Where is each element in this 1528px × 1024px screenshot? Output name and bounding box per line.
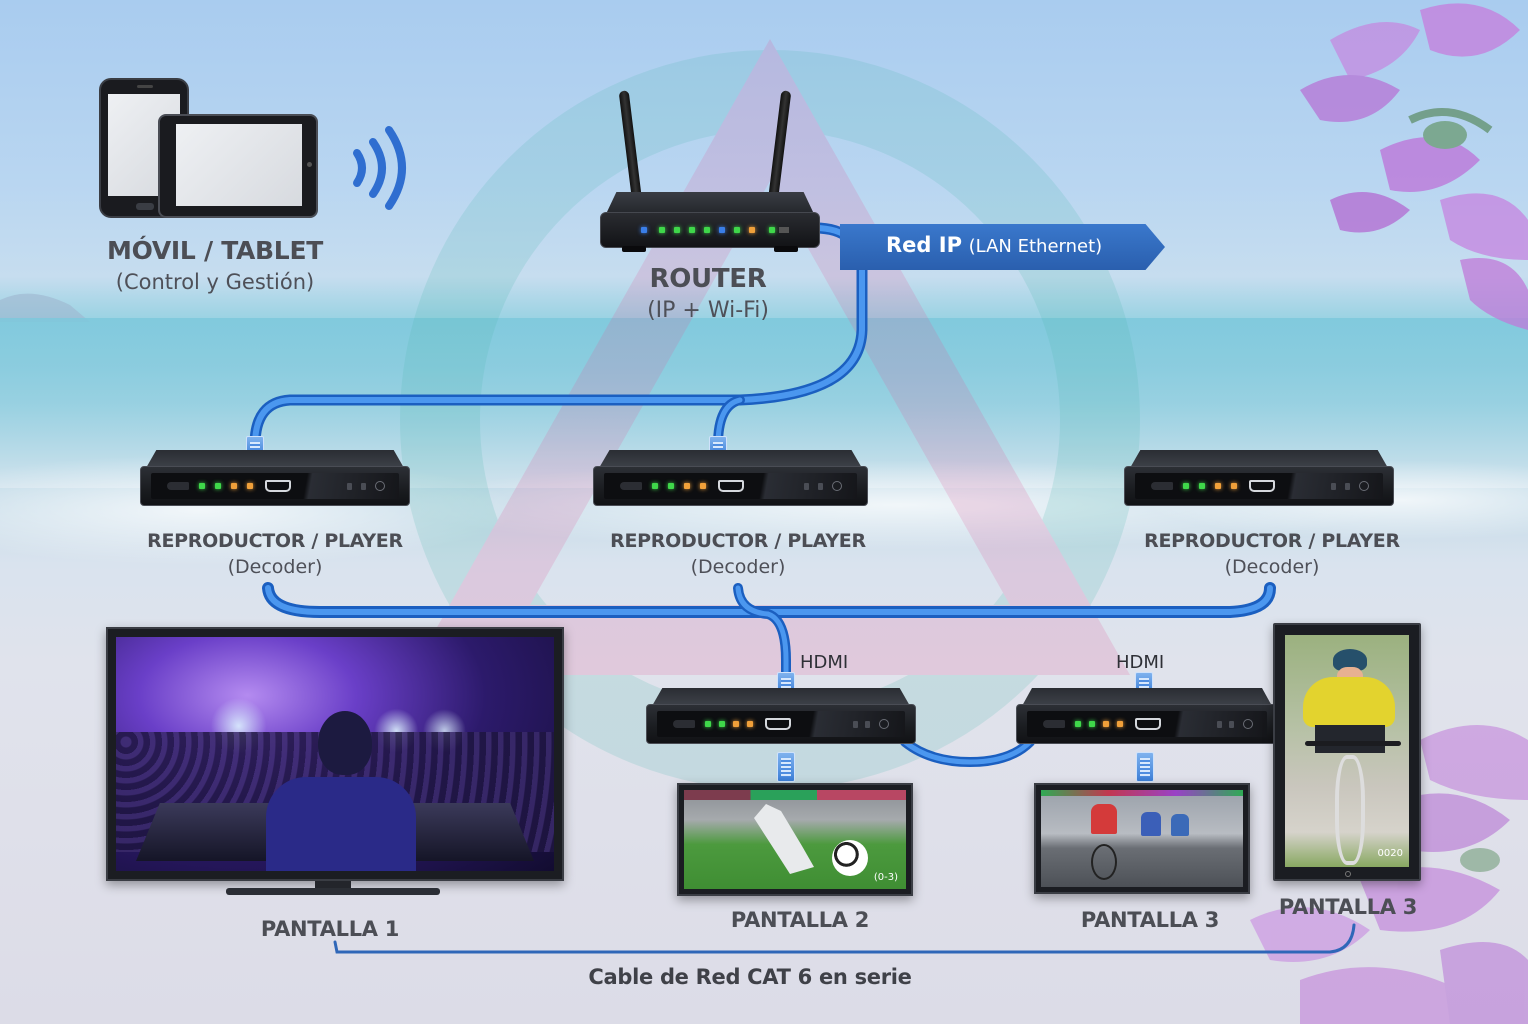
dj-silhouette [266,711,416,871]
wireless-signal-icon [353,126,406,210]
banner-title-normal: (LAN Ethernet) [968,236,1103,257]
player-1-title: REPRODUCTOR / PLAYER [147,530,403,552]
scoreboard-bar [684,790,906,800]
screen-4-label: PANTALLA 3 [1278,895,1418,919]
router-device [600,88,820,253]
hdmi-plug [777,752,795,782]
bicycle-wheel [1091,844,1117,880]
ethernet-cable-serial-link [900,737,1035,768]
screen-4-portrait: 0020 [1273,623,1421,881]
power-button-icon [375,481,385,491]
handlebar [1305,741,1401,746]
power-button-icon [1359,481,1369,491]
ethernet-cable-player-bus-highlight [265,585,1273,615]
hdmi-port-icon [765,718,791,730]
router-antenna-left [618,90,642,201]
power-button-icon [1243,719,1253,729]
power-indicator-icon [1345,871,1351,877]
screen-1-label: PANTALLA 1 [260,917,400,941]
cyclist-jersey [1303,677,1395,727]
screen-2-label: PANTALLA 2 [730,908,870,932]
player-device-3 [1124,450,1394,514]
hdmi-port-icon [1249,480,1275,492]
hdmi-port-icon [265,480,291,492]
mobile-subtitle: (Control y Gestión) [115,270,315,294]
distant-hill [0,293,90,322]
player-1-subtitle: (Decoder) [227,556,323,578]
flowers-top-right [1300,3,1528,330]
mobile-title: MÓVIL / TABLET [107,236,323,265]
screen-1-stand [315,881,351,889]
ethernet-cable-router-trunk [249,222,868,451]
hdmi-plug [1136,752,1154,782]
football-ball-icon [832,840,868,876]
player-3-subtitle: (Decoder) [1224,556,1320,578]
hdmi-port-icon [718,480,744,492]
player-2-title: REPRODUCTOR / PLAYER [610,530,866,552]
cyclist-blue [1141,812,1161,836]
cyclist-helmet [1333,649,1367,671]
cyclist-blue-2 [1171,814,1189,836]
banner-title-bold: Red IP [886,233,962,257]
counter-overlay: 0020 [1377,848,1403,859]
hdmi-label-1: HDMI [800,652,849,673]
screen-1 [106,627,564,881]
player-device-5 [1016,688,1278,752]
ethernet-cable-center-drop [733,583,791,685]
router-subtitle: (IP + Wi-Fi) [647,298,769,323]
footer-caption: Cable de Red CAT 6 en serie [588,965,912,989]
hdmi-port-icon [1135,718,1161,730]
power-button-icon [832,481,842,491]
screen-1-base [226,888,440,895]
tablet-icon [158,114,318,218]
banner-strip [1041,790,1243,796]
screen-3 [1034,783,1250,894]
network-banner: Red IP (LAN Ethernet) [840,224,1165,270]
player-device-4 [646,688,916,752]
ethernet-cable-player-bus [262,582,1276,618]
football-player [754,804,814,874]
router-antenna-right [768,90,792,201]
screen-2: (0-3) [677,783,913,896]
power-button-icon [879,719,889,729]
player-2-subtitle: (Decoder) [690,556,786,578]
ethernet-cable-router-trunk-highlight [252,225,865,448]
player-3-title: REPRODUCTOR / PLAYER [1144,530,1400,552]
player-device-1 [140,450,410,514]
hdmi-label-2: HDMI [1116,652,1165,673]
score-overlay: (0-3) [873,872,898,883]
screen-3-label: PANTALLA 3 [1080,908,1220,932]
cyclist-shorts [1315,725,1385,753]
ethernet-cable-center-drop-highlight [735,585,789,683]
bicycle-frame [1335,755,1365,865]
ethernet-cable-serial-link-highlight [902,739,1033,765]
player-device-2 [593,450,868,514]
cyclist-red [1091,804,1117,834]
router-title: ROUTER [649,264,767,294]
